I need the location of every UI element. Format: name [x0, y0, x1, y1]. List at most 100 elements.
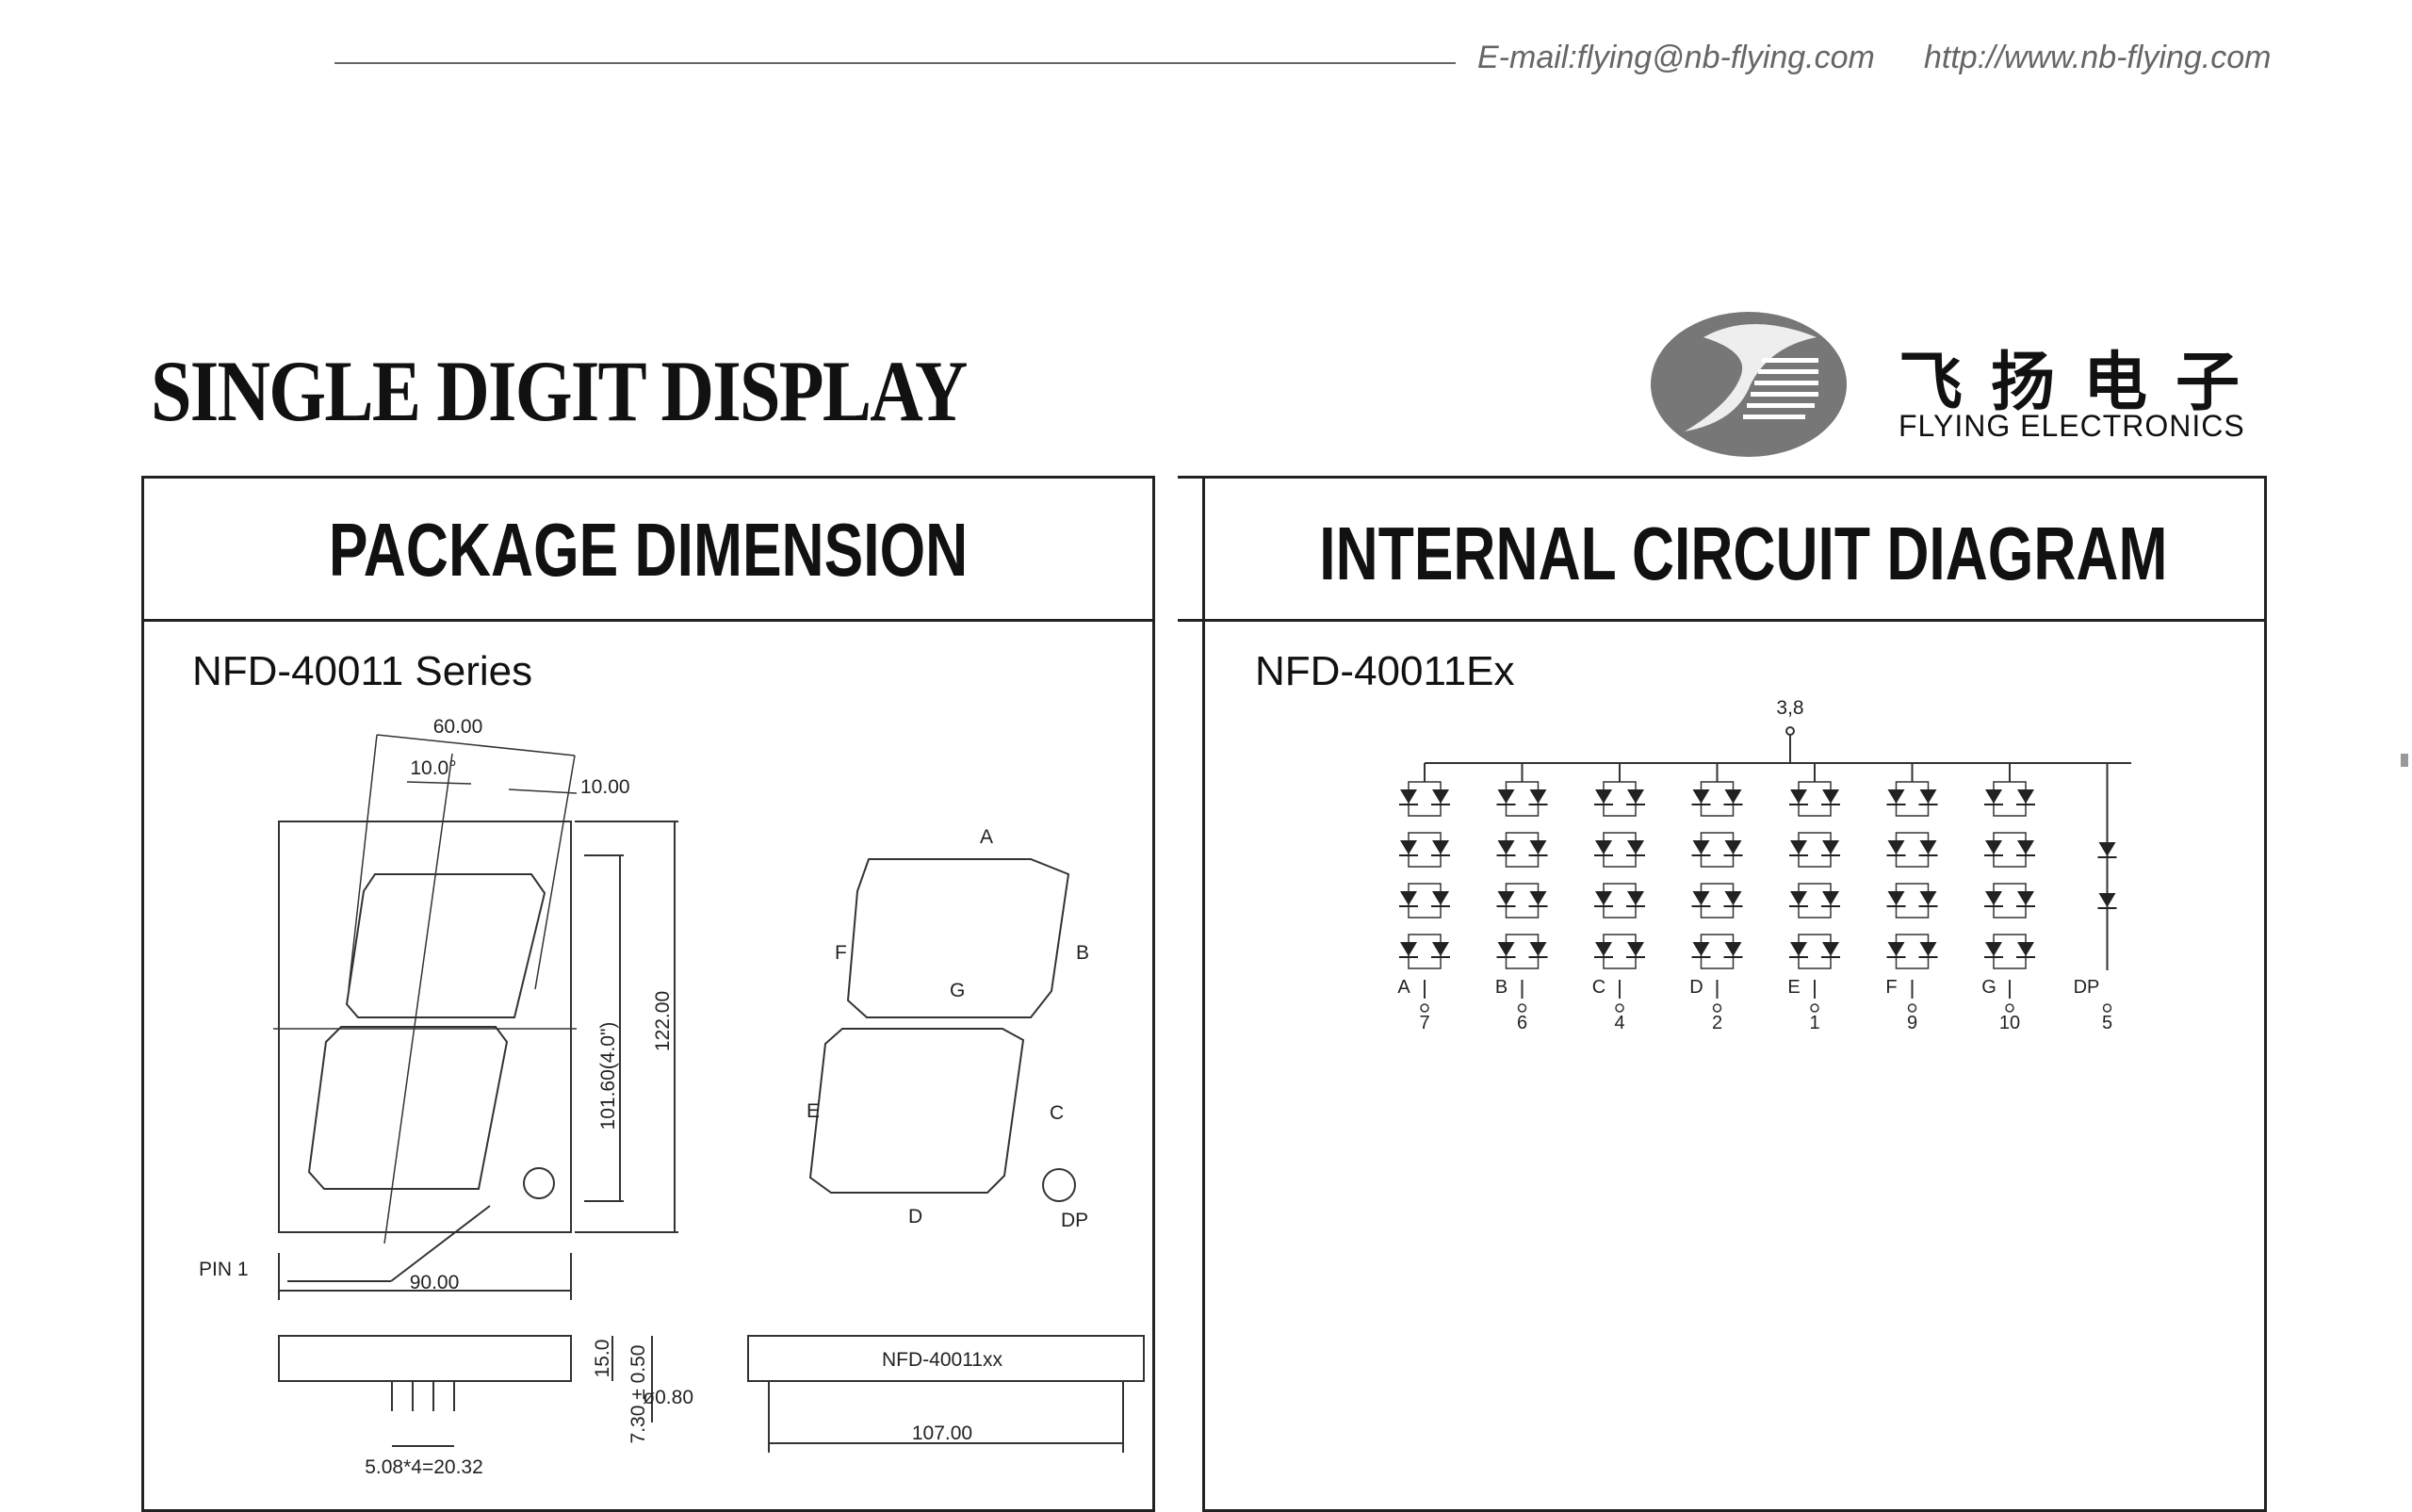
led-diode-icon: [1594, 789, 1613, 805]
dim-pin-dia: ø0.80: [643, 1387, 693, 1408]
header-website[interactable]: http://www.nb-flying.com: [1924, 40, 2272, 75]
dim-total-height: 122.00: [652, 991, 674, 1051]
brand-name-en: FLYING ELECTRONICS: [1899, 409, 2245, 443]
led-diode-icon: [1886, 789, 1906, 805]
led-diode-icon: [1984, 942, 2003, 958]
led-diode-icon: [1528, 840, 1548, 856]
segment-name: A: [1397, 977, 1410, 998]
led-diode-icon: [1431, 840, 1450, 856]
led-diode-icon: [1723, 789, 1743, 805]
flying-logo-icon: [1651, 312, 1847, 457]
pin-number: 7: [1419, 1013, 1429, 1033]
scrollbar-thumb[interactable]: [2401, 754, 2408, 767]
led-diode-icon: [1399, 789, 1418, 805]
segment-name: D: [1689, 977, 1703, 998]
led-diode-icon: [1626, 840, 1645, 856]
led-diode-icon: [2016, 942, 2035, 958]
dim-top-offset: 10.00: [580, 776, 630, 798]
led-diode-icon: [1399, 891, 1418, 907]
header-rule: [334, 62, 1456, 64]
led-diode-icon: [1691, 840, 1711, 856]
dim-top-width: 60.00: [433, 716, 483, 738]
led-diode-icon: [1821, 942, 1840, 958]
circuit-column: B6: [1495, 763, 1548, 1033]
led-diode-icon: [2016, 789, 2035, 805]
led-diode-icon: [1496, 891, 1516, 907]
body-outline: [278, 821, 572, 1233]
dp-dot: [523, 1167, 555, 1199]
pin-number: 4: [1614, 1013, 1624, 1033]
dim-side-thickness: 15.0: [592, 1340, 613, 1378]
led-diode-icon: [2016, 891, 2035, 907]
circuit-column: A7: [1397, 763, 1450, 1033]
led-diode-icon: [1821, 891, 1840, 907]
led-diode-icon: [1626, 891, 1645, 907]
led-diode-icon: [1431, 891, 1450, 907]
pin1-label: PIN 1: [199, 1259, 249, 1280]
led-diode-icon: [1594, 942, 1613, 958]
dim-pin-length: 7.30 ± 0.50: [627, 1345, 649, 1444]
header-email[interactable]: E-mail:flying@nb-flying.com: [1477, 40, 1875, 75]
led-diode-icon: [1918, 942, 1938, 958]
segment-name: B: [1495, 977, 1508, 998]
led-diode-icon: [1691, 942, 1711, 958]
led-diode-icon: [1594, 840, 1613, 856]
led-diode-icon: [1984, 891, 2003, 907]
led-diode-icon: [1496, 942, 1516, 958]
led-diode-icon: [1496, 789, 1516, 805]
part-label: NFD-40011xx: [882, 1349, 1002, 1371]
dim-seg-height: 101.60(4.0"): [597, 1022, 619, 1130]
led-diode-icon: [1431, 942, 1450, 958]
pin-number: 9: [1907, 1013, 1917, 1033]
segment-label-g: G: [950, 980, 965, 1001]
circuit-column: DP5: [2074, 763, 2117, 1033]
segment-name: DP: [2074, 977, 2100, 998]
seg-upper: [345, 873, 546, 1018]
pin-number: 5: [2102, 1013, 2112, 1033]
led-diode-icon: [1789, 789, 1808, 805]
led-diode-icon: [2097, 893, 2117, 909]
circuit-model: NFD-40011Ex: [1255, 648, 1515, 694]
brand-name-cn: 飞扬电子: [1899, 347, 2269, 418]
dim-slant-angle: 10.0°: [410, 757, 456, 779]
led-diode-icon: [2097, 842, 2117, 858]
dim-length: 107.00: [912, 1423, 972, 1444]
dim-bottom-width: 90.00: [410, 1272, 460, 1293]
circuit-column: G10: [1981, 763, 2035, 1033]
led-diode-icon: [1984, 840, 2003, 856]
led-diode-icon: [1528, 891, 1548, 907]
led-diode-icon: [1918, 891, 1938, 907]
led-diode-icon: [1984, 789, 2003, 805]
seg-lower: [307, 1026, 509, 1190]
led-diode-icon: [1594, 891, 1613, 907]
led-diode-icon: [1789, 891, 1808, 907]
segment-label-e: E: [807, 1100, 820, 1122]
led-diode-icon: [1626, 942, 1645, 958]
led-diode-icon: [1626, 789, 1645, 805]
segment-dp: [1042, 1168, 1076, 1202]
circuit-column: D2: [1689, 763, 1743, 1033]
segment-label-a: A: [980, 826, 993, 848]
segment-label-b: B: [1076, 942, 1089, 964]
led-diode-icon: [1821, 840, 1840, 856]
led-diode-icon: [1821, 789, 1840, 805]
led-diode-icon: [1431, 789, 1450, 805]
segment-name: E: [1787, 977, 1800, 998]
segment-label-dp: DP: [1061, 1210, 1088, 1231]
led-diode-icon: [1528, 789, 1548, 805]
segment-name: G: [1981, 977, 1996, 998]
frame-joint: [1178, 476, 1206, 479]
led-diode-icon: [1789, 840, 1808, 856]
led-diode-icon: [1918, 840, 1938, 856]
led-diode-icon: [1496, 840, 1516, 856]
page-title: SINGLE DIGIT DISPLAY: [151, 343, 968, 439]
led-diode-icon: [1691, 789, 1711, 805]
segment-name: C: [1592, 977, 1605, 998]
led-diode-icon: [1886, 891, 1906, 907]
segment-top: [846, 858, 1070, 1018]
led-diode-icon: [1723, 942, 1743, 958]
led-diode-icon: [1886, 840, 1906, 856]
segment-bottom: [808, 1028, 1025, 1194]
circuit-heading: INTERNAL CIRCUIT DIAGRAM: [1319, 512, 2168, 595]
